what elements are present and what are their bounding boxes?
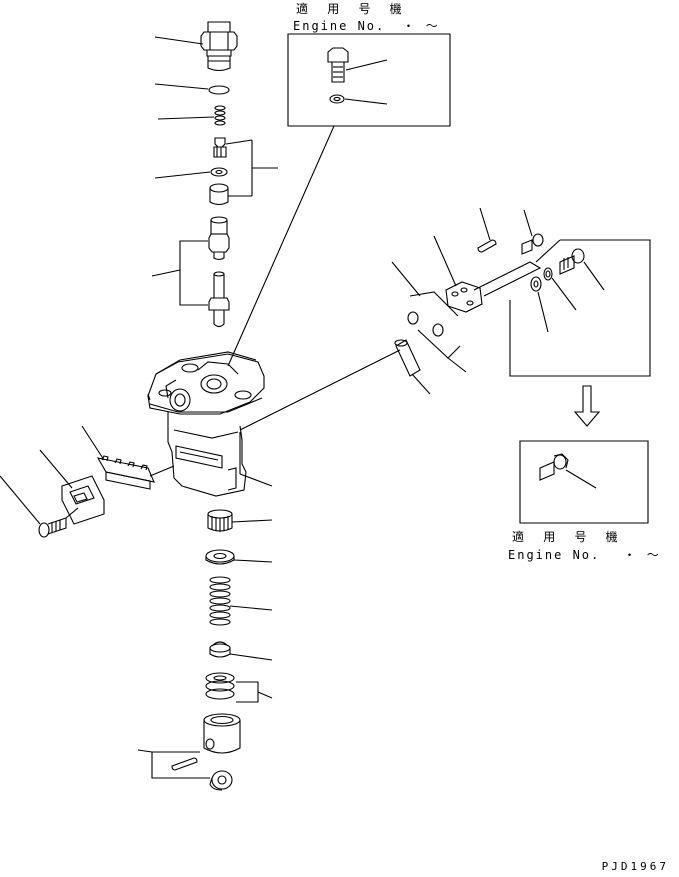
delivery-valve-holder bbox=[155, 22, 237, 71]
stud-bolt bbox=[560, 249, 604, 290]
guide-pin bbox=[395, 340, 430, 394]
valve-gasket bbox=[155, 168, 227, 178]
top-note-engine: Engine No. ・ ～ bbox=[293, 17, 440, 34]
right-inset-box bbox=[510, 240, 650, 376]
lower-spring-seat bbox=[210, 642, 272, 660]
pinion-sleeve bbox=[208, 510, 272, 532]
arrow-down-icon bbox=[575, 386, 599, 426]
top-note-engine-label: Engine No. bbox=[293, 19, 386, 33]
o-ring bbox=[155, 84, 229, 94]
tappet-roller bbox=[210, 771, 232, 790]
cover-plate bbox=[40, 450, 104, 524]
washer-a bbox=[544, 268, 576, 310]
right-lower-box bbox=[520, 441, 648, 523]
washer-b bbox=[531, 277, 548, 332]
drawing-code: PJD1967 bbox=[601, 860, 669, 873]
plate-screw bbox=[0, 476, 66, 537]
valve-seat bbox=[210, 184, 252, 205]
body-rod-leader bbox=[240, 350, 400, 430]
plunger-spring bbox=[210, 577, 272, 625]
plunger bbox=[209, 272, 229, 327]
pin bbox=[478, 208, 496, 252]
top-note-jp: 適 用 号 機 bbox=[296, 2, 408, 16]
top-note-range: ・ ～ bbox=[402, 19, 440, 33]
inset-bolt bbox=[328, 48, 348, 82]
spring-wire bbox=[392, 262, 458, 316]
plunger-barrel bbox=[209, 217, 229, 260]
rack-leader bbox=[150, 466, 174, 476]
right-note-engine-label: Engine No. bbox=[508, 548, 601, 562]
delivery-valve bbox=[214, 138, 252, 157]
lever-bolt bbox=[522, 210, 543, 254]
small-washers bbox=[408, 312, 466, 372]
upper-spring-seat bbox=[206, 550, 272, 564]
right-note-engine: Engine No. ・ ～ bbox=[508, 546, 661, 563]
injection-pump-body bbox=[148, 352, 264, 496]
inset-washer bbox=[330, 95, 344, 103]
flange-bolt bbox=[540, 454, 596, 488]
top-inset-box bbox=[288, 34, 450, 126]
control-rack bbox=[82, 426, 154, 489]
stop-lever-plate bbox=[434, 236, 540, 312]
tappet-pin bbox=[172, 758, 197, 770]
tappet bbox=[204, 714, 240, 753]
inset-leader bbox=[228, 126, 334, 366]
right-note-jp: 適 用 号 機 bbox=[512, 530, 624, 544]
shim-set bbox=[206, 673, 272, 702]
right-note-range: ・ ～ bbox=[623, 548, 661, 562]
valve-spring bbox=[158, 106, 225, 125]
